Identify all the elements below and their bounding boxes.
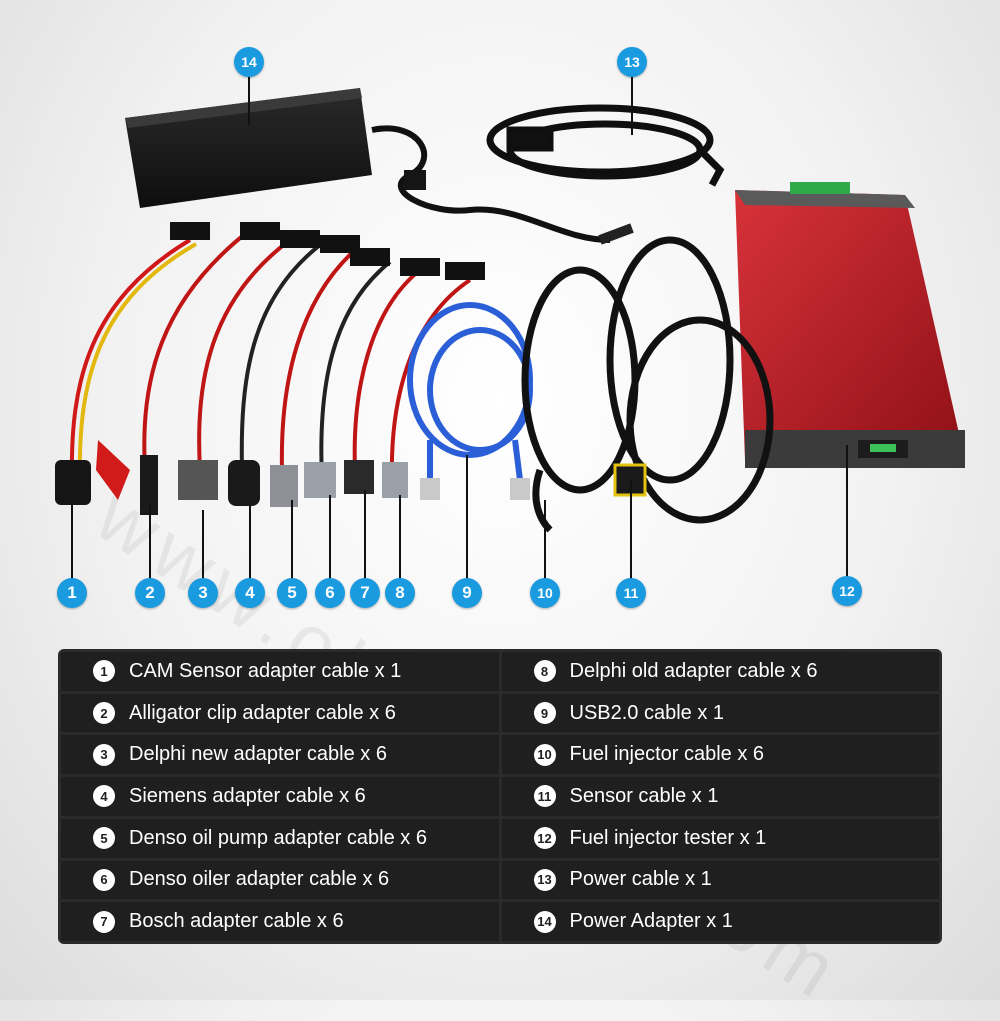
parts-row: 2 Alligator clip adapter cable x 6 bbox=[61, 693, 499, 733]
parts-row: 6 Denso oiler adapter cable x 6 bbox=[61, 860, 499, 900]
parts-row: 4 Siemens adapter cable x 6 bbox=[61, 777, 499, 816]
parts-row: 7 Bosch adapter cable x 6 bbox=[61, 902, 499, 941]
usb-cable bbox=[407, 302, 533, 500]
parts-row: 8 Delphi old adapter cable x 6 bbox=[501, 652, 939, 691]
item-label: Delphi new adapter cable x 6 bbox=[129, 743, 387, 766]
callout-7: 7 bbox=[350, 578, 380, 608]
callout-13: 13 bbox=[617, 47, 647, 77]
callout-14: 14 bbox=[234, 47, 264, 77]
item-number: 6 bbox=[93, 868, 115, 891]
connectors bbox=[55, 222, 485, 515]
callout-2: 2 bbox=[135, 578, 165, 608]
fuel-injector-tester bbox=[735, 182, 965, 468]
parts-row: 12 Fuel injector tester x 1 bbox=[501, 818, 939, 858]
adapter-cables bbox=[69, 228, 472, 481]
power-adapter bbox=[125, 88, 634, 245]
callout-1: 1 bbox=[57, 578, 87, 608]
callout-8: 8 bbox=[385, 578, 415, 608]
parts-row: 5 Denso oil pump adapter cable x 6 bbox=[61, 818, 499, 858]
item-label: Siemens adapter cable x 6 bbox=[129, 784, 366, 807]
power-cable bbox=[486, 104, 725, 187]
callout-5: 5 bbox=[277, 578, 307, 608]
callout-11: 11 bbox=[616, 578, 646, 608]
item-number: 9 bbox=[533, 702, 556, 725]
item-number: 11 bbox=[533, 785, 556, 808]
item-number: 4 bbox=[93, 785, 115, 808]
parts-row: 11 Sensor cable x 1 bbox=[501, 777, 939, 816]
parts-list-table: 1 CAM Sensor adapter cable x 1 8 Delphi ol… bbox=[58, 649, 942, 944]
parts-row: 3 Delphi new adapter cable x 6 bbox=[61, 735, 499, 775]
callout-4: 4 bbox=[235, 578, 265, 608]
item-label: CAM Sensor adapter cable x 1 bbox=[129, 659, 402, 682]
callout-9: 9 bbox=[452, 578, 482, 608]
sensor-cables bbox=[521, 236, 774, 533]
item-number: 10 bbox=[533, 743, 556, 766]
parts-row: 9 USB2.0 cable x 1 bbox=[501, 693, 939, 733]
item-label: Fuel injector cable x 6 bbox=[569, 743, 765, 766]
item-number: 3 bbox=[93, 743, 115, 766]
item-label: Power Adapter x 1 bbox=[569, 910, 733, 933]
parts-row: 10 Fuel injector cable x 6 bbox=[501, 735, 939, 775]
item-label: Bosch adapter cable x 6 bbox=[129, 910, 344, 933]
parts-row: 1 CAM Sensor adapter cable x 1 bbox=[61, 652, 499, 691]
item-label: Delphi old adapter cable x 6 bbox=[569, 659, 818, 682]
item-number: 8 bbox=[533, 660, 556, 683]
item-label: Denso oiler adapter cable x 6 bbox=[129, 868, 390, 891]
product-photo bbox=[55, 75, 965, 580]
parts-row: 13 Power cable x 1 bbox=[501, 860, 939, 900]
item-number: 2 bbox=[93, 702, 115, 725]
item-number: 1 bbox=[93, 660, 115, 683]
callout-10: 10 bbox=[530, 578, 560, 608]
callout-6: 6 bbox=[315, 578, 345, 608]
parts-row: 14 Power Adapter x 1 bbox=[501, 902, 939, 941]
callout-3: 3 bbox=[188, 578, 218, 608]
callout-12: 12 bbox=[832, 576, 862, 606]
item-number: 14 bbox=[533, 910, 556, 933]
item-label: Denso oil pump adapter cable x 6 bbox=[129, 826, 427, 849]
item-label: Power cable x 1 bbox=[569, 868, 712, 891]
item-number: 7 bbox=[93, 910, 115, 933]
item-label: Fuel injector tester x 1 bbox=[569, 826, 767, 849]
item-number: 13 bbox=[533, 868, 556, 891]
item-label: Sensor cable x 1 bbox=[569, 784, 719, 807]
item-number: 5 bbox=[93, 827, 115, 850]
item-number: 12 bbox=[533, 827, 556, 850]
item-label: USB2.0 cable x 1 bbox=[569, 701, 725, 724]
item-label: Alligator clip adapter cable x 6 bbox=[129, 701, 396, 724]
leader-lines bbox=[71, 75, 848, 580]
